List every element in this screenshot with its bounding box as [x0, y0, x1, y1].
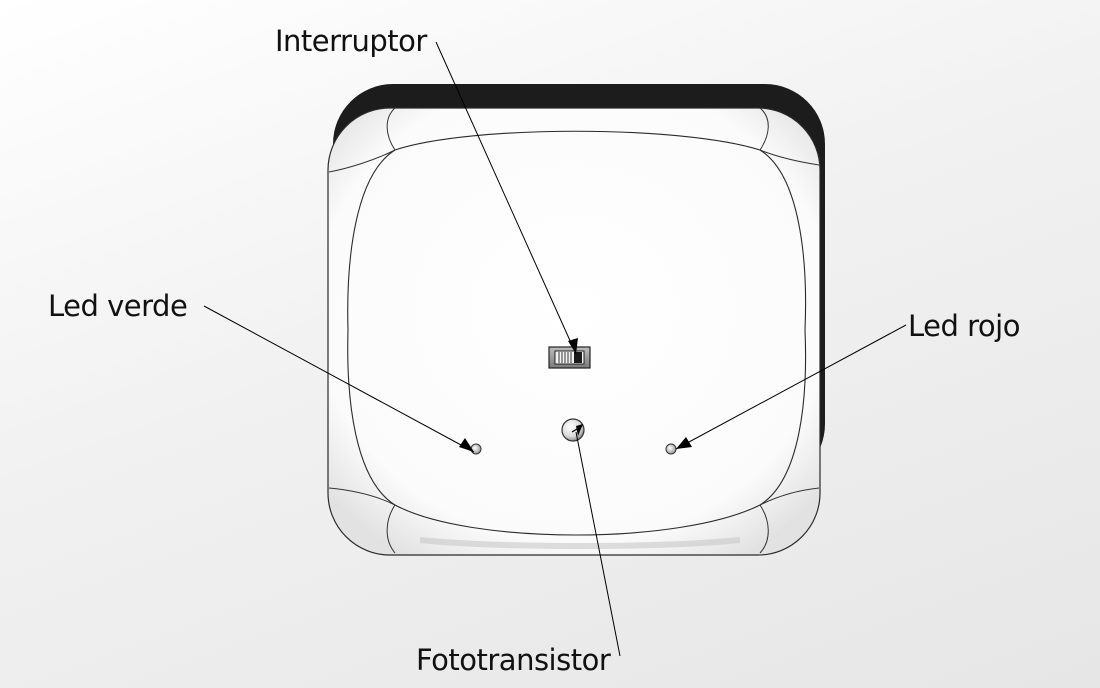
- callout-label-led-rojo: Led rojo: [908, 309, 1020, 343]
- corner-crease-bottom-left: [386, 504, 396, 554]
- callout-label-interruptor: Interruptor: [275, 24, 427, 58]
- corner-crease-bottom-right-side: [759, 487, 820, 506]
- corner-crease-bottom-right: [759, 504, 769, 554]
- corner-crease-top-left: [386, 107, 396, 151]
- leader-fototransistor: [571, 424, 621, 657]
- phototransistor-component: [561, 418, 585, 442]
- corner-crease-top-left-side: [328, 149, 396, 173]
- callout-label-fototransistor: Fototransistor: [416, 643, 611, 677]
- corner-crease-top-right-side: [759, 149, 820, 166]
- leader-led-rojo: [675, 324, 907, 450]
- leader-led-verde: [203, 305, 475, 453]
- leader-interruptor: [435, 41, 578, 355]
- corner-crease-bottom-left-side: [328, 487, 396, 506]
- device-body: [327, 107, 821, 556]
- switch-component: [548, 346, 591, 369]
- led-red-component: [665, 443, 677, 455]
- led-green-component: [470, 443, 482, 455]
- callout-label-led-verde: Led verde: [48, 289, 188, 323]
- corner-crease-top-right: [759, 107, 769, 151]
